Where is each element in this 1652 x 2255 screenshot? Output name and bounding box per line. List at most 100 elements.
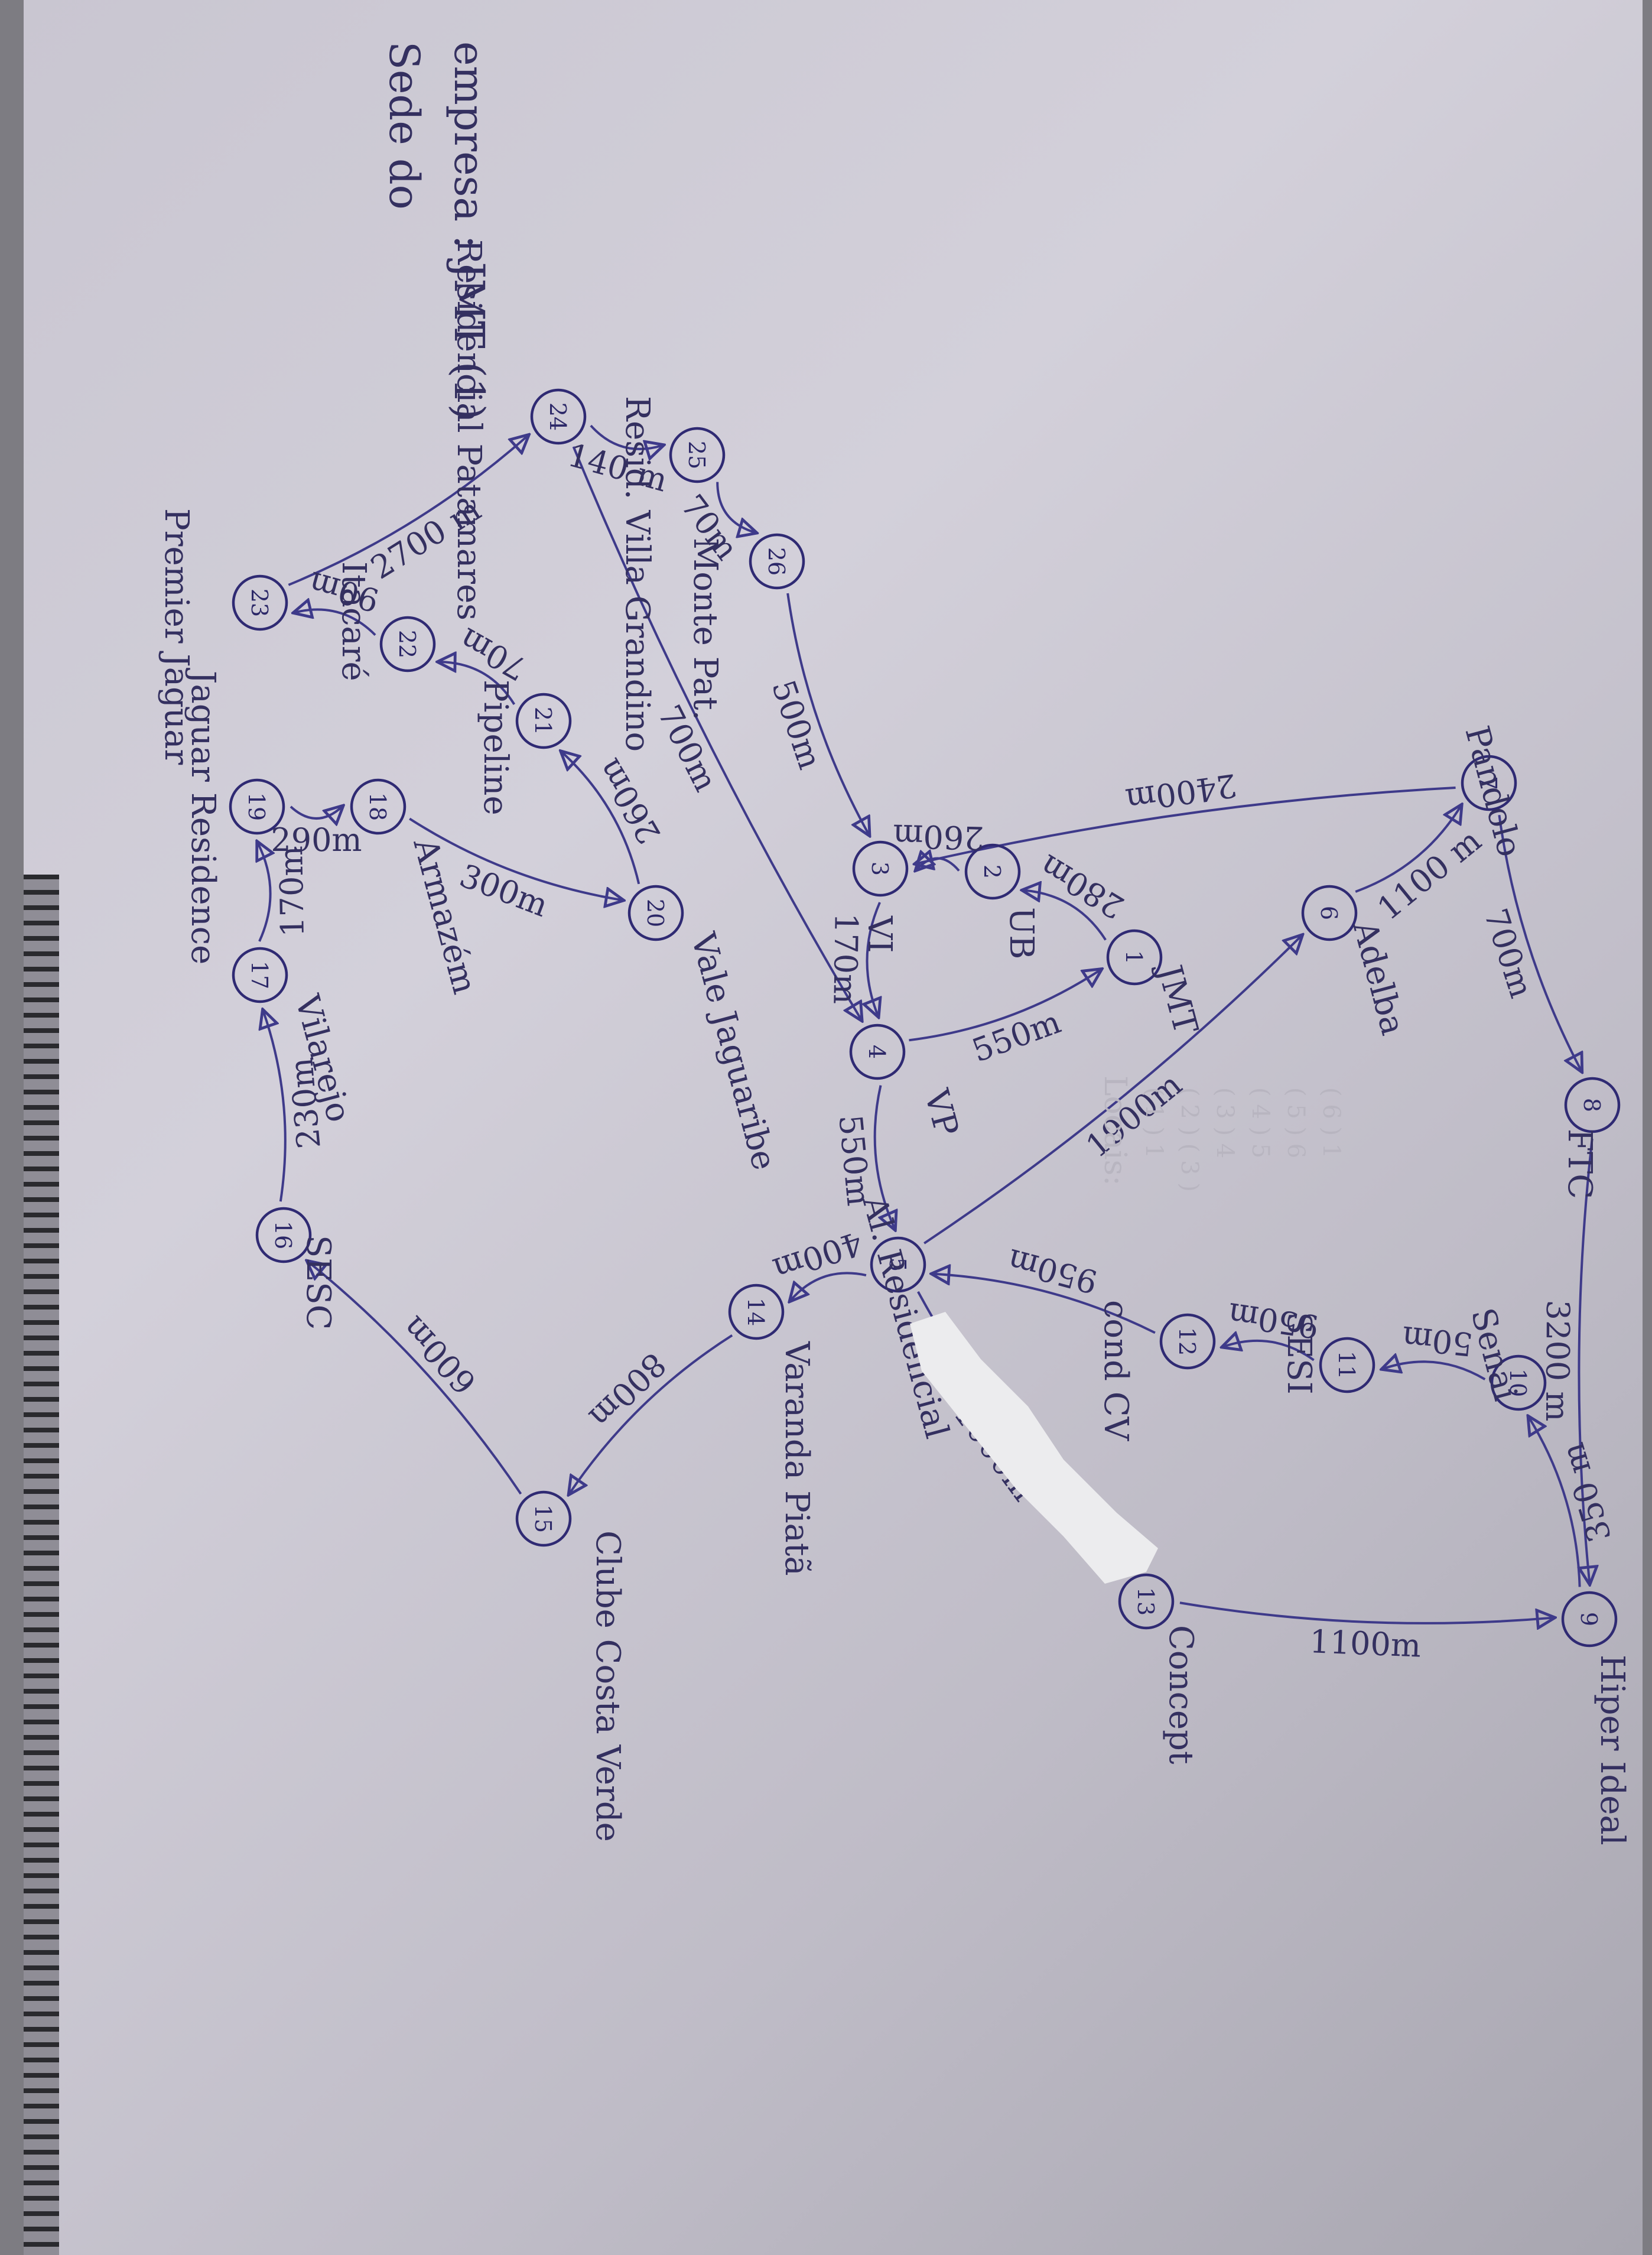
node-number-16: 16: [270, 1221, 296, 1249]
node-number-26: 26: [763, 547, 789, 576]
node-15: 15: [515, 1490, 572, 1547]
node-label-12: cond CV: [1097, 1300, 1135, 1442]
node-label-1: JMT: [1149, 958, 1205, 1038]
node-label-14: Varanda Piatã: [778, 1341, 816, 1576]
faint-note-row: ( 6 ) 1: [1318, 1087, 1345, 1158]
node-label-2: UB: [1002, 907, 1040, 959]
node-number-22: 22: [394, 630, 420, 658]
edge-label-12-5: 950m: [1004, 1242, 1101, 1301]
node-label-6: Adelba: [1345, 917, 1412, 1039]
node-number-17: 17: [246, 961, 272, 989]
node-label-11: SESI: [1280, 1312, 1318, 1395]
node-circle-8: [1564, 1077, 1621, 1133]
edge-label-10-11: 50m: [1400, 1319, 1475, 1363]
node-circle-10: [1490, 1354, 1547, 1411]
edge-4-1: [909, 970, 1100, 1042]
header-line-1: Sede do: [380, 41, 428, 210]
edge-label-6-7: 1100 m: [1370, 822, 1488, 928]
node-12: 12: [1159, 1313, 1216, 1370]
edge-label-16-17: 230m: [282, 1056, 328, 1150]
node-label-25: Resid. Villa Grandino: [618, 396, 656, 752]
edge-15-16: [308, 1262, 522, 1495]
node-2: 2: [964, 843, 1021, 900]
edge-14-15: [570, 1334, 733, 1494]
node-label-21: Pipeline: [476, 680, 515, 815]
node-number-24: 24: [545, 402, 571, 431]
node-circle-22: [379, 616, 436, 672]
edge-label-20-21: 260m: [590, 752, 668, 850]
faint-notes: Locais: ( 1 ) 1 ( 2 ) ( 3 ) ( 3 ) 4 ( 4 …: [1097, 1075, 1345, 1192]
node-number-11: 11: [1334, 1351, 1360, 1379]
node-number-4: 4: [864, 1045, 890, 1059]
node-label-16: SESC: [299, 1235, 337, 1330]
node-number-2: 2: [979, 865, 1005, 879]
edge-label-3-4: 170m: [826, 912, 864, 1004]
node-number-15: 15: [530, 1505, 556, 1533]
node-number-6: 6: [1316, 906, 1342, 920]
node-number-8: 8: [1579, 1098, 1605, 1112]
node-16: 16: [255, 1207, 312, 1263]
edge-25-26: [716, 482, 755, 533]
edge-5-6: [923, 936, 1302, 1245]
edge-16-17: [264, 1011, 287, 1202]
node-22: 22: [379, 616, 436, 672]
edge-13-9: [1179, 1601, 1553, 1623]
edge-23-24: [288, 436, 528, 586]
faint-note-row: ( 5 ) 6: [1282, 1087, 1309, 1158]
faint-note-row: ( 3 ) 4: [1211, 1087, 1238, 1158]
spiral-binding: [24, 875, 59, 2255]
node-number-14: 14: [743, 1298, 769, 1326]
node-label-3: VI: [860, 915, 899, 953]
edge-label-8-9: 3200 m: [1539, 1300, 1576, 1422]
edge-8-9: [1579, 1138, 1592, 1583]
node-7: 7: [1461, 755, 1517, 811]
node-18: 18: [350, 778, 407, 835]
node-circle-16: [255, 1207, 312, 1263]
node-label-26: Monte Pat.: [686, 538, 724, 720]
node-23: 23: [232, 574, 288, 631]
node-circle-4: [849, 1023, 906, 1080]
node-24: 24: [530, 388, 587, 445]
edge-label-4-5: 550m: [831, 1113, 877, 1208]
edge-2-3: [916, 859, 960, 871]
node-label-23: Premier Jaguar: [157, 508, 196, 765]
node-number-5: 5: [884, 1258, 910, 1272]
edge-20-21: [562, 752, 640, 885]
node-9: 9: [1561, 1591, 1618, 1648]
node-circle-23: [232, 574, 288, 631]
node-circle-26: [749, 533, 805, 590]
node-label-13: Concept: [1162, 1625, 1200, 1765]
node-circle-25: [669, 427, 726, 483]
edge-label-2-3: 260m: [893, 817, 985, 857]
node-number-12: 12: [1174, 1327, 1200, 1356]
node-21: 21: [515, 693, 572, 749]
node-label-10: Senai: [1463, 1304, 1524, 1405]
node-label-9: Hiper Ideal: [1593, 1655, 1631, 1845]
edge-label-25-26: 70m: [674, 488, 746, 567]
node-19: 19: [229, 778, 285, 835]
node-25: 25: [669, 427, 726, 483]
node-label-24: Residencial Patamares: [450, 239, 488, 620]
edge-24-25: [590, 424, 662, 449]
node-10: 10: [1490, 1354, 1547, 1411]
edge-18-20: [409, 817, 622, 900]
node-circle-12: [1159, 1313, 1216, 1370]
node-circle-1: [1106, 929, 1163, 986]
edge-17-19: [258, 843, 270, 942]
edge-7-3: [916, 786, 1456, 864]
node-circle-3: [852, 840, 909, 897]
edge-22-23: [295, 610, 376, 636]
node-label-20: Vale Jaguaribe: [683, 928, 783, 1174]
node-13: 13: [1118, 1573, 1175, 1630]
edge-12-5: [933, 1274, 1156, 1334]
node-number-18: 18: [365, 792, 391, 821]
node-number-21: 21: [530, 707, 556, 735]
edge-label-7-3: 2400m: [1123, 766, 1239, 819]
node-number-20: 20: [642, 899, 668, 927]
edge-9-10: [1529, 1417, 1581, 1587]
edge-label-13-9: 1100m: [1309, 1623, 1422, 1664]
edge-4-5: [873, 1085, 895, 1229]
node-number-23: 23: [246, 589, 272, 617]
node-label-22: Itacaré: [334, 561, 373, 681]
